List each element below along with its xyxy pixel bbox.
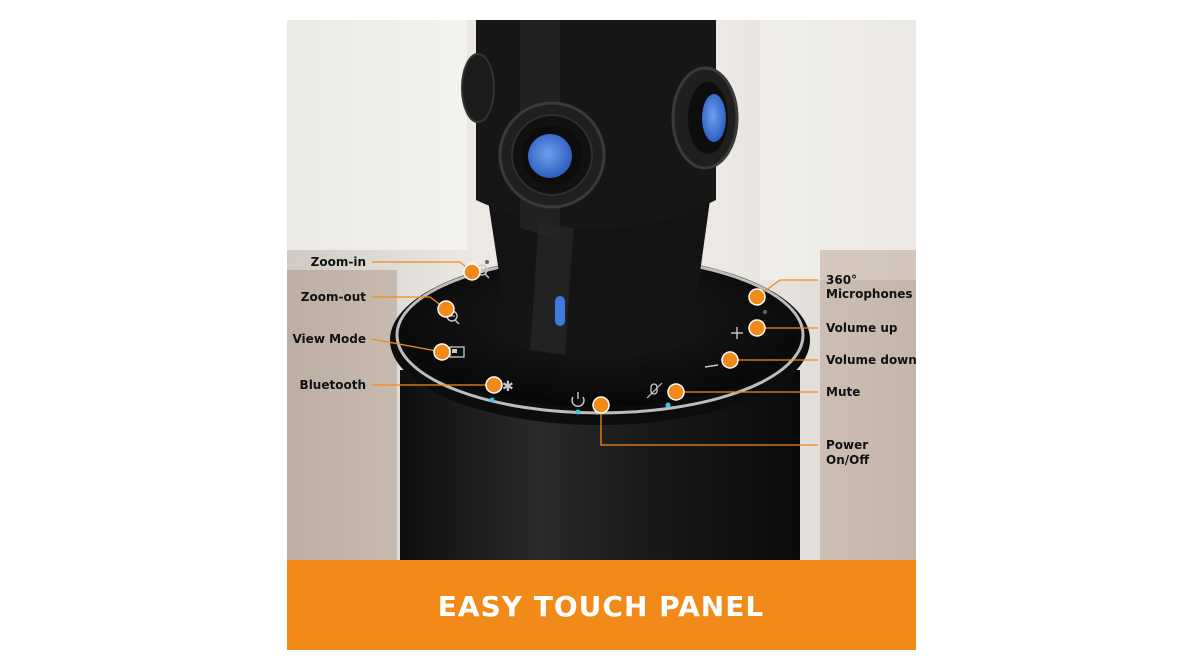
mute-dot	[667, 383, 685, 401]
blurred-person-left	[287, 270, 397, 560]
zoom-in-dot	[463, 263, 481, 281]
banner-title: EASY TOUCH PANEL	[438, 590, 764, 623]
callout-lines	[371, 261, 818, 446]
camera-lens-front	[498, 101, 606, 209]
callout-dots	[433, 263, 766, 414]
label-microphones-line1: 360°	[826, 273, 857, 287]
blurred-window	[287, 20, 467, 250]
camera-head	[461, 20, 739, 240]
svg-text:✱: ✱	[502, 379, 514, 395]
label-zoom-out: Zoom-out	[301, 290, 366, 304]
label-volume-up: Volume up	[826, 321, 898, 335]
zoom-out-dot	[437, 300, 455, 318]
label-power-line2: On/Off	[826, 453, 869, 467]
blurred-person-right	[820, 250, 916, 560]
minus-icon[interactable]	[704, 364, 719, 368]
label-microphones-line2: Microphones	[826, 287, 913, 301]
microphones-dot	[748, 288, 766, 306]
bluetooth-dot	[485, 376, 503, 394]
blurred-shelf	[760, 20, 916, 280]
label-zoom-in: Zoom-in	[311, 255, 366, 269]
label-mute: Mute	[826, 385, 860, 399]
mic-mute-icon[interactable]	[646, 382, 671, 408]
volume-up-dot	[748, 319, 766, 337]
bluetooth-icon[interactable]: ✱	[489, 379, 514, 403]
label-volume-down: Volume down	[826, 353, 917, 367]
label-bluetooth: Bluetooth	[300, 378, 366, 392]
microphone-holes	[485, 260, 767, 314]
camera-lens-left	[461, 53, 495, 123]
label-view-mode: View Mode	[292, 332, 366, 346]
power-dot	[592, 396, 610, 414]
label-power-line1: Power	[826, 438, 868, 452]
camera-neck	[488, 200, 710, 359]
camera-lens-right	[671, 66, 739, 170]
view-mode-dot	[433, 343, 451, 361]
volume-down-dot	[721, 351, 739, 369]
plus-icon[interactable]	[731, 327, 743, 339]
power-icon[interactable]	[571, 392, 585, 415]
banner	[287, 560, 916, 650]
status-light	[555, 296, 565, 326]
